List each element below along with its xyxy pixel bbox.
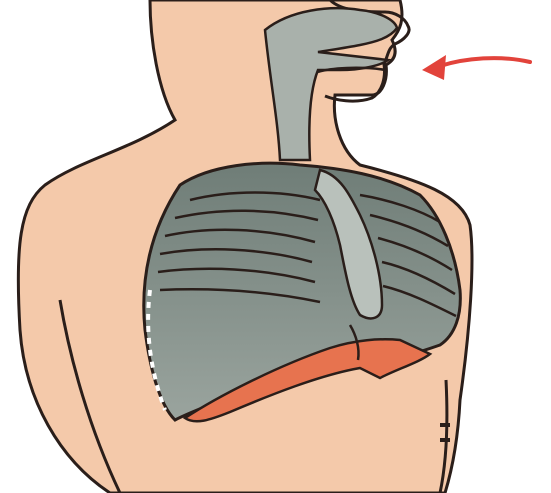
inflow-arrow-icon	[422, 55, 530, 80]
